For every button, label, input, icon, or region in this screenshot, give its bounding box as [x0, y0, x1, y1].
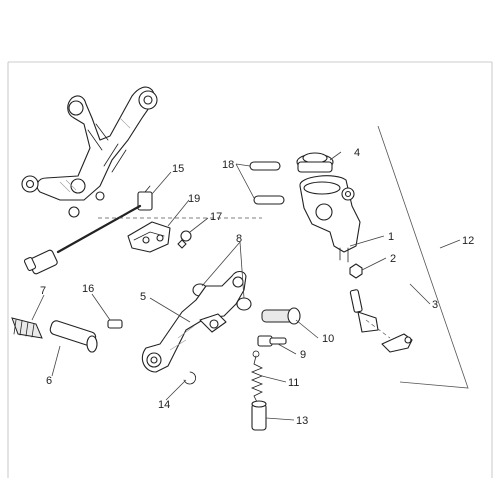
- group-bracket-12: [377, 125, 469, 389]
- circlip-14: [183, 371, 196, 385]
- callout-11: 11: [288, 377, 299, 389]
- callout-12: 12: [462, 235, 474, 247]
- callout-5: 5: [140, 291, 146, 303]
- callout-13: 13: [296, 415, 308, 427]
- sensor-bracket: [127, 221, 171, 253]
- callout-7: 7: [40, 285, 46, 297]
- pushrod-clevis: [349, 289, 413, 353]
- bolt-9: [257, 335, 287, 347]
- callout-3: 3: [432, 299, 438, 311]
- leader-lines: [31, 151, 461, 421]
- sleeve-13: [251, 400, 267, 431]
- pins-18: [249, 161, 285, 205]
- gear-sensor-with-cable: [23, 185, 153, 275]
- diagram-frame: [7, 61, 493, 478]
- callout-2: 2: [390, 253, 396, 265]
- callout-8: 8: [236, 233, 242, 245]
- callout-6: 6: [46, 375, 52, 387]
- callout-10: 10: [322, 333, 334, 345]
- pivot-bushing: [261, 307, 301, 325]
- callout-18: 18: [222, 159, 234, 171]
- callout-17: 17: [210, 211, 222, 223]
- callout-15: 15: [172, 163, 184, 175]
- callout-9: 9: [300, 349, 306, 361]
- callout-4: 4: [354, 147, 360, 159]
- return-spring: [250, 350, 264, 405]
- callout-19: 19: [188, 193, 200, 205]
- master-cylinder: [299, 175, 361, 263]
- callout-1: 1: [388, 231, 394, 243]
- nut-2: [349, 263, 363, 279]
- callout-16: 16: [82, 283, 94, 295]
- footrest-bracket: [21, 86, 158, 218]
- screw-17: [177, 230, 192, 249]
- callout-14: 14: [158, 399, 170, 411]
- reservoir-cap: [296, 152, 334, 173]
- small-bolt-16: [107, 319, 123, 329]
- rubber-boot: [11, 317, 43, 339]
- footpeg-pin: [49, 320, 98, 353]
